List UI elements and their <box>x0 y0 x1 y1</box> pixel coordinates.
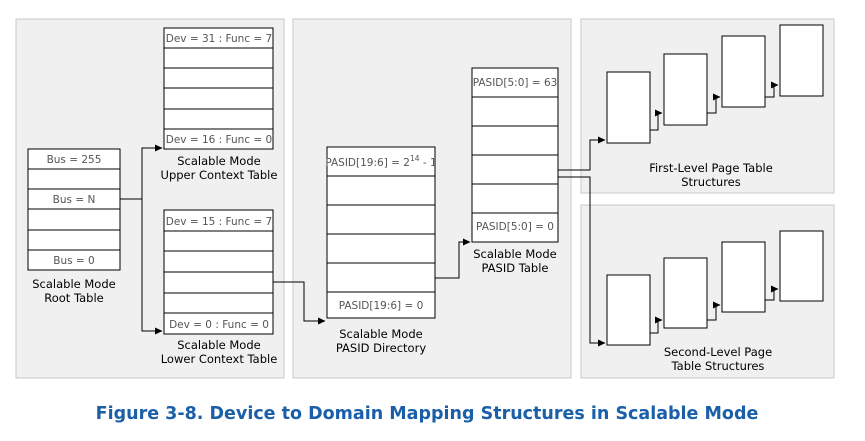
pasid-directory-to-pasid-table-arrow <box>435 238 471 279</box>
pasid-table-label-line2: PASID Table <box>481 261 548 275</box>
upper-context-entry-top: Dev = 31 : Func = 7 <box>166 33 273 45</box>
lower-context-entry-top: Dev = 15 : Func = 7 <box>166 216 273 228</box>
lower-context-table: Dev = 15 : Func = 7 Dev = 0 : Func = 0 S… <box>161 209 278 366</box>
figure-caption: Figure 3-8. Device to Domain Mapping Str… <box>96 404 759 424</box>
lower-context-label-line1: Scalable Mode <box>177 338 260 352</box>
root-table: Bus = 255 Bus = N Bus = 0 Scalable Mode … <box>27 148 121 305</box>
root-entry-bus-n: Bus = N <box>53 194 96 206</box>
pasid-table-to-second-level-arrow <box>558 176 606 347</box>
upper-context-label-line1: Scalable Mode <box>177 154 260 168</box>
pasid-directory-label-line1: Scalable Mode <box>339 327 422 341</box>
pasid-directory-entry-bottom: PASID[19:6] = 0 <box>339 300 424 312</box>
first-level-page-3 <box>721 35 766 108</box>
lower-context-entry-bottom: Dev = 0 : Func = 0 <box>169 319 269 331</box>
second-level-page-3 <box>721 241 766 313</box>
first-level-structures: First-Level Page Table Structures <box>606 24 824 189</box>
first-level-page-4 <box>779 24 824 97</box>
root-entry-bus-0: Bus = 0 <box>53 255 94 267</box>
pasid-directory: PASID[19:6] = 214 - 1 PASID[19:6] = 0 Sc… <box>325 146 437 355</box>
upper-context-label-line2: Upper Context Table <box>161 168 278 182</box>
pasid-table-to-first-level-arrow <box>558 136 606 171</box>
second-level-label-line2: Table Structures <box>671 359 765 373</box>
second-level-page-4 <box>779 230 824 302</box>
pasid-table-label-line1: Scalable Mode <box>473 247 556 261</box>
pasid-directory-entry-top: PASID[19:6] = 214 - 1 <box>325 154 436 169</box>
pasid-directory-label-line2: PASID Directory <box>336 341 426 355</box>
second-level-page-2 <box>663 257 708 329</box>
pasid-table-entry-bottom: PASID[5:0] = 0 <box>476 221 554 233</box>
second-level-page-1 <box>606 274 651 346</box>
connectors <box>120 136 606 347</box>
root-entry-bus-255: Bus = 255 <box>47 154 102 166</box>
root-to-lower-arrow <box>120 198 163 335</box>
first-level-page-2 <box>663 53 708 126</box>
first-level-label-line1: First-Level Page Table <box>649 161 773 175</box>
pasid-table-entry-top: PASID[5:0] = 63 <box>473 77 558 89</box>
second-level-label-line1: Second-Level Page <box>664 345 772 359</box>
lower-context-label-line2: Lower Context Table <box>161 352 278 366</box>
upper-context-table: Dev = 31 : Func = 7 Dev = 16 : Func = 0 … <box>161 27 278 182</box>
first-level-label-line2: Structures <box>681 175 741 189</box>
root-table-label-line1: Scalable Mode <box>32 277 115 291</box>
root-table-label-line2: Root Table <box>44 291 103 305</box>
pasid-table: PASID[5:0] = 63 PASID[5:0] = 0 Scalable … <box>471 67 559 275</box>
context-to-pasid-directory-arrow <box>273 281 326 325</box>
second-level-structures: Second-Level Page Table Structures <box>606 230 824 373</box>
first-level-page-1 <box>606 71 651 144</box>
upper-context-entry-bottom: Dev = 16 : Func = 0 <box>166 134 273 146</box>
